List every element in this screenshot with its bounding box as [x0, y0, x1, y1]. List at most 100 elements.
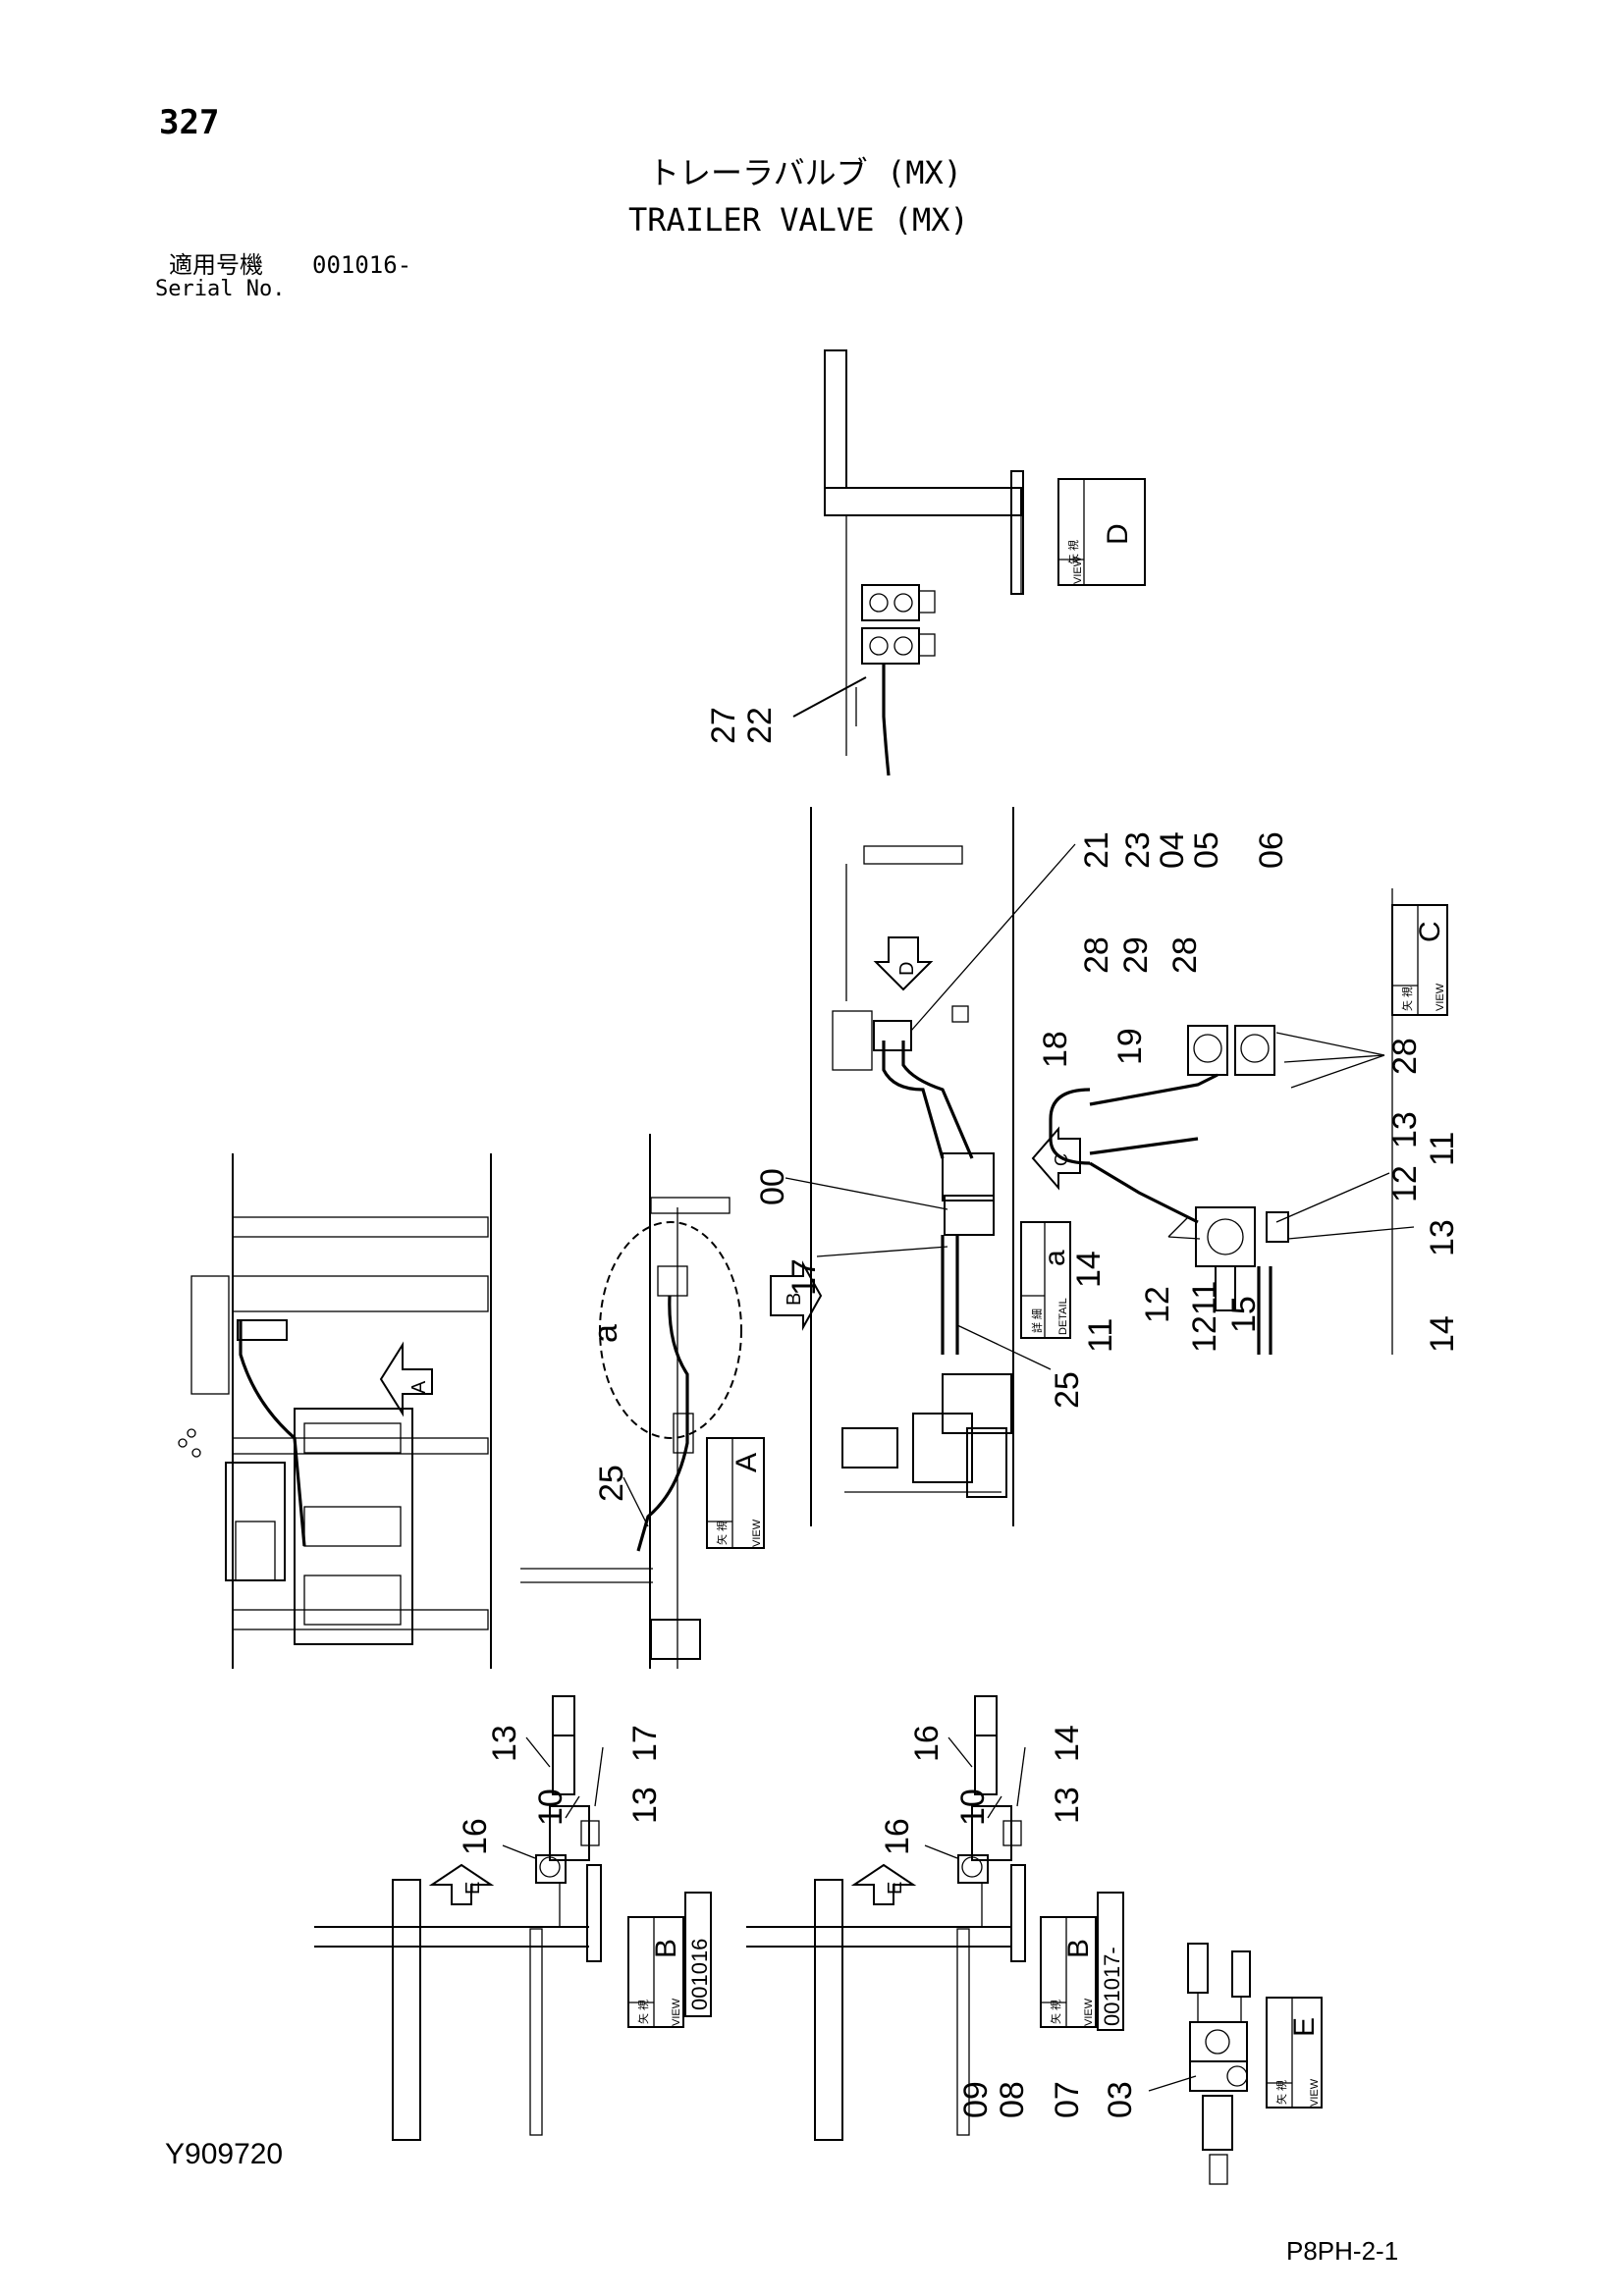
callout-13-a: 13: [1386, 1111, 1424, 1148]
view-a-arrow-letter: A: [408, 1380, 430, 1394]
view-b1-word: VIEW: [671, 1998, 682, 2026]
serial-range: 001016-: [312, 251, 412, 279]
page-title: TRAILER VALVE (MX): [628, 201, 969, 239]
view-e-callout-07: 07: [1049, 2081, 1086, 2118]
callout-22: 22: [741, 707, 779, 744]
callout-29: 29: [1117, 936, 1155, 974]
view-e-arrow-2-letter: E: [885, 1882, 906, 1895]
view-c-kanji: 矢 視: [1400, 987, 1414, 1011]
callout-17: 17: [785, 1258, 823, 1296]
drawing-code: Y909720: [165, 2138, 284, 2170]
callout-19: 19: [1111, 1028, 1149, 1065]
view-a-callout-25: 25: [593, 1465, 630, 1502]
view-b2-callout-13: 13: [1049, 1787, 1086, 1824]
view-b1-drawing: [314, 1695, 602, 2141]
view-b1-callout-16: 16: [457, 1818, 494, 1855]
callout-06: 06: [1253, 831, 1290, 869]
detail-circle-label: a: [587, 1324, 624, 1343]
callout-12-b: 12: [1139, 1286, 1176, 1323]
view-b2-kanji: 矢 視: [1049, 2000, 1062, 2024]
view-b-arrow: B: [770, 1260, 823, 1331]
view-b1-serial: 001016: [687, 1939, 712, 2010]
view-a-word: VIEW: [751, 1519, 763, 1547]
detail-a-kanji: 詳 細: [1030, 1308, 1044, 1333]
view-b1-callout-13-b: 13: [626, 1787, 664, 1824]
callout-14-b: 14: [1070, 1251, 1108, 1288]
serial-label: Serial No.: [155, 277, 286, 301]
view-d-letter: D: [1102, 523, 1134, 545]
view-d-word: VIEW: [1072, 556, 1084, 584]
callout-12-a: 12: [1386, 1165, 1424, 1202]
view-b2-callout-14: 14: [1049, 1725, 1086, 1762]
view-b1-callout-10: 10: [532, 1789, 569, 1826]
view-c-arrow: C: [1031, 1126, 1081, 1191]
main-view-frame: [810, 807, 1014, 1526]
callout-27: 27: [705, 707, 742, 744]
view-b1-callout-13: 13: [486, 1725, 523, 1762]
view-b2-word: VIEW: [1083, 1998, 1095, 2026]
view-c-word: VIEW: [1435, 983, 1446, 1011]
view-c-arrow-letter: C: [1052, 1153, 1071, 1166]
view-b2-callout-16-b: 16: [879, 1818, 916, 1855]
callout-21: 21: [1078, 831, 1115, 869]
view-e-callout-03: 03: [1102, 2081, 1139, 2118]
view-d-arrow-letter: D: [896, 962, 918, 976]
page-code: P8PH-2-1: [1286, 2236, 1399, 2266]
view-e-drawing: [1148, 1943, 1251, 2185]
view-b1-callout-17: 17: [626, 1725, 664, 1762]
callout-13-b: 13: [1424, 1219, 1461, 1256]
view-b1-kanji: 矢 視: [636, 2000, 650, 2024]
view-a-letter: A: [731, 1453, 763, 1472]
callout-25: 25: [1049, 1371, 1086, 1409]
view-d-box: 矢 視 VIEW D: [1057, 478, 1146, 586]
view-d-kanji: 矢 視: [1066, 540, 1080, 564]
view-b1-letter: B: [650, 1939, 682, 1958]
view-b2-drawing: [746, 1695, 1026, 2141]
callout-11-b: 11: [1082, 1318, 1119, 1353]
callout-28-a: 28: [1078, 936, 1115, 974]
callout-11-a: 11: [1424, 1132, 1461, 1166]
detail-a-word: DETAIL: [1057, 1298, 1069, 1335]
view-b-arrow-letter: B: [784, 1293, 805, 1306]
callout-14-a: 14: [1424, 1315, 1461, 1353]
view-b1-box: 矢 視 VIEW B: [627, 1916, 684, 2028]
view-e-box: 矢 視 VIEW E: [1266, 1997, 1323, 2109]
detail-a-letter: a: [1039, 1250, 1071, 1266]
view-e-arrow-1: E: [428, 1863, 495, 1905]
callout-05: 05: [1188, 831, 1225, 869]
serial-label-japanese: 適用号機: [169, 251, 263, 279]
view-a-kanji: 矢 視: [715, 1521, 729, 1545]
view-b2-callout-10: 10: [954, 1789, 992, 1826]
callout-28-b: 28: [1166, 936, 1204, 974]
callout-04: 04: [1154, 831, 1191, 869]
view-d-drawing: [792, 349, 1024, 776]
view-c-box: 矢 視 VIEW C: [1391, 904, 1448, 1016]
view-b2-box: 矢 視 VIEW B: [1040, 1916, 1097, 2028]
page-number: 327: [159, 103, 220, 142]
view-b2-callout-16: 16: [908, 1725, 946, 1762]
callout-12-c: 12: [1186, 1315, 1223, 1353]
view-a-box: 矢 視 VIEW A: [706, 1437, 765, 1549]
view-e-kanji: 矢 視: [1274, 2080, 1288, 2105]
callout-15: 15: [1225, 1296, 1263, 1333]
view-e-letter: E: [1288, 2017, 1321, 2037]
callout-00: 00: [754, 1168, 791, 1205]
page-title-japanese: トレーラバルブ (MX): [648, 154, 963, 191]
left-machine-view: [178, 1153, 492, 1669]
view-e-arrow-1-letter: E: [462, 1882, 484, 1895]
view-e-arrow-2: E: [850, 1863, 917, 1905]
view-e-word: VIEW: [1309, 2078, 1321, 2107]
view-e-callout-08: 08: [994, 2081, 1031, 2118]
detail-a-box: 詳 細 DETAIL a: [1020, 1221, 1071, 1339]
view-c-letter: C: [1414, 921, 1446, 942]
view-b2-serial: 001017-: [1100, 1947, 1124, 2026]
view-b2-letter: B: [1062, 1939, 1095, 1958]
callout-11-c: 11: [1186, 1281, 1223, 1315]
callout-28-c: 28: [1386, 1038, 1424, 1075]
callout-23: 23: [1119, 831, 1157, 869]
view-d-arrow: D: [873, 936, 934, 991]
view-a-arrow: A: [379, 1341, 433, 1417]
view-e-callout-09: 09: [957, 2081, 995, 2118]
